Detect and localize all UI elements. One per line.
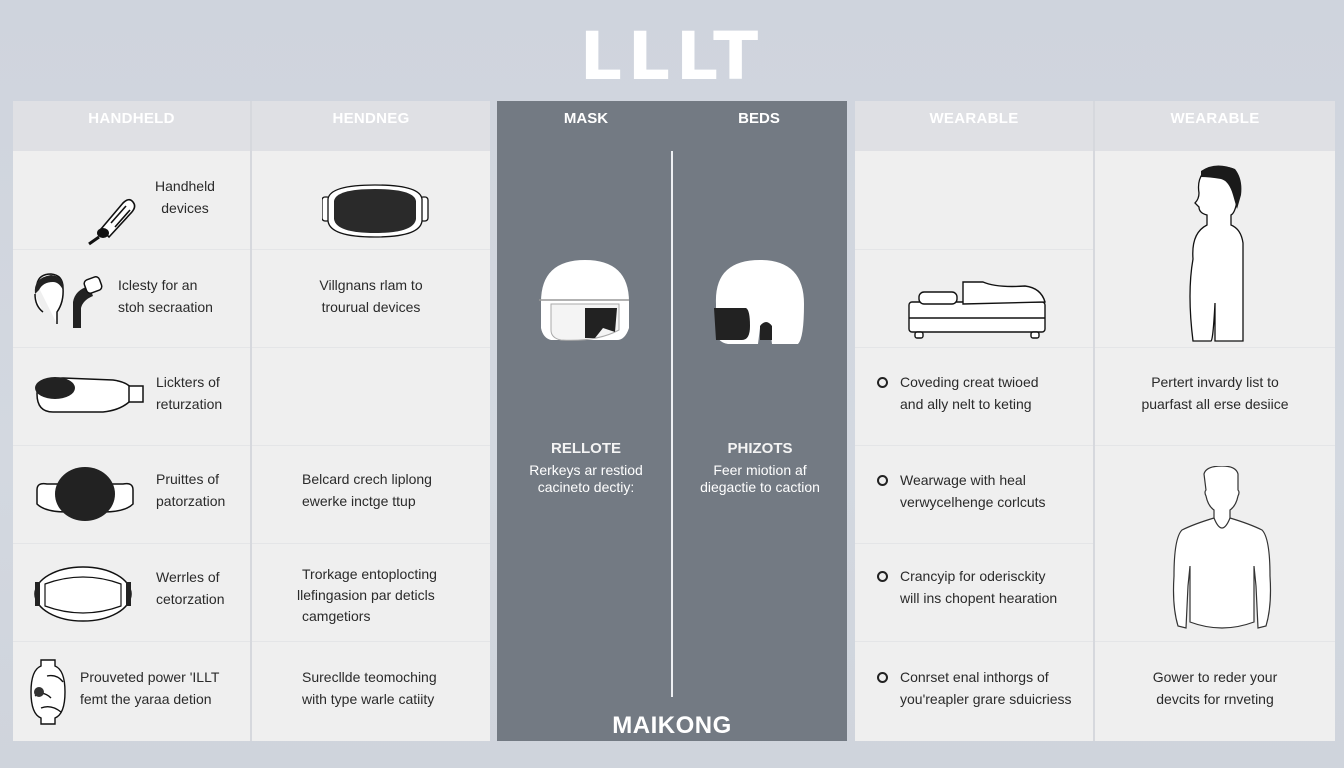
headband-icon [35, 377, 144, 413]
row-text-line2: trourual devices [321, 299, 421, 315]
table-row [855, 151, 1093, 249]
bullet-icon [877, 672, 888, 683]
row-text-line2: patorzation [156, 493, 226, 509]
column-header: WEARABLE [1095, 101, 1335, 151]
row-text-line1: Trorkage entoplocting [302, 566, 437, 582]
table-row: Gower to reder your devcits for rnveting [1095, 641, 1335, 739]
row-text-line1: Conrset enal inthorgs of [900, 669, 1049, 685]
table-row: Handheld devices [13, 151, 250, 249]
table-row [1095, 151, 1335, 347]
table-row: Belcard crech liplong ewerke inctge ttup [252, 445, 490, 543]
table-row: Prouveted power 'ILLT femt the yaraa det… [13, 641, 250, 739]
table-row [252, 347, 490, 445]
column-divider [671, 151, 673, 697]
row-text-line2: devcits for rnveting [1156, 691, 1274, 707]
column-divider [1093, 101, 1095, 741]
row-text-line1: Pertert invardy list to [1151, 374, 1279, 390]
column-wearable-1: WEARABLE Coveding creat twioed [855, 101, 1093, 741]
row-text-line1: Iclesty for an [118, 277, 198, 293]
row-text-line2: cetorzation [156, 591, 225, 607]
table-row: Wearwage with heal verwycelhenge corlcut… [855, 445, 1093, 543]
row-text-line1: Lickters of [156, 374, 220, 390]
row-text-line2: will ins chopent hearation [900, 590, 1058, 606]
row-text-line2: with type warle catiity [302, 691, 435, 707]
row-text-line1: Handheld [155, 178, 215, 194]
table-row: Lickters of returzation [13, 347, 250, 445]
column-header-mask: MASK [563, 110, 609, 127]
table-row: Crancyip for oderisckity will ins chopen… [855, 543, 1093, 641]
dark-panel: MASK BEDS RELLOTE Rerkeys ar restiod cac… [497, 101, 847, 741]
row-text-line1: Coveding creat twioed [900, 374, 1039, 390]
footer-label: MAIKONG [612, 712, 732, 739]
row-text-line1: Werrles of [156, 569, 220, 585]
handheld-device-icon [88, 198, 136, 246]
head-with-device-icon [34, 273, 103, 328]
table-row: Pertert invardy list to puarfast all ers… [1095, 347, 1335, 445]
mask-text-line1: Rerkeys ar restiod [529, 462, 643, 478]
bullet-icon [877, 571, 888, 582]
table-row: Surecllde teomoching with type warle cat… [252, 641, 490, 739]
row-text-line2: verwycelhenge corlcuts [900, 494, 1046, 510]
page-title: LLLT [579, 18, 765, 95]
row-text-line1: Prouveted power 'ILLT [80, 669, 220, 685]
row-text-line2: femt the yaraa detion [80, 691, 212, 707]
mask-text-line2: cacineto dectiy: [537, 479, 635, 495]
table-row: Iclesty for an stoh secraation [13, 249, 250, 347]
row-text-line1: Surecllde teomoching [302, 669, 437, 685]
eye-mask-icon [36, 467, 134, 521]
table-row [252, 151, 490, 249]
row-text-line2: and ally nelt to keting [900, 396, 1032, 412]
column-header: HANDHELD [13, 101, 250, 151]
beds-text-line2: diegactie to caction [700, 479, 820, 495]
table-row: Werrles of cetorzation [13, 543, 250, 641]
left-panel: HANDHELD Handheld devices [13, 101, 490, 741]
column-header: WEARABLE [855, 101, 1093, 151]
row-text-line2: devices [161, 200, 209, 216]
column-hendneg: HENDNEG Villgnans rlam to trourual devic… [252, 101, 490, 741]
row-text-line1: Crancyip for oderisckity [900, 568, 1046, 584]
column-header: HENDNEG [252, 101, 490, 151]
table-row: Coveding creat twioed and ally nelt to k… [855, 347, 1093, 445]
row-text-line2: you'reapler grare sduicriess [900, 691, 1072, 707]
row-text-line2: stoh secraation [118, 299, 213, 315]
row-text-line3: camgetiors [302, 608, 371, 624]
column-wearable-2: WEARABLE Pertert invardy list to puarfas… [1095, 101, 1335, 741]
bullet-icon [877, 475, 888, 486]
column-header-beds: BEDS [738, 110, 780, 127]
mask-description: RELLOTE Rerkeys ar restiod cacineto dect… [497, 440, 675, 496]
person-profile-icon [1189, 165, 1244, 342]
helmet-visor-icon [539, 260, 629, 341]
table-row: Conrset enal inthorgs of you'reapler gra… [855, 641, 1093, 739]
table-row: Pruittes of patorzation [13, 445, 250, 543]
row-text-line1: Pruittes of [156, 471, 220, 487]
row-text-line1: Wearwage with heal [900, 472, 1026, 488]
table-row: Trorkage entoplocting llefingasion par d… [252, 543, 490, 641]
hands-device-icon [30, 659, 66, 725]
column-divider [250, 101, 252, 741]
row-text-line2: llefingasion par deticls [297, 587, 435, 603]
beds-text-line1: Feer miotion af [713, 462, 807, 478]
row-text-line1: Gower to reder your [1152, 669, 1278, 685]
bed-icon [908, 281, 1046, 339]
right-panel: WEARABLE Coveding creat twioed [855, 101, 1335, 741]
table-row [855, 249, 1093, 347]
table-row [1095, 445, 1335, 641]
table-row: Villgnans rlam to trourual devices [252, 249, 490, 347]
person-torso-icon [1172, 466, 1272, 629]
column-handheld: HANDHELD Handheld devices [13, 101, 250, 741]
row-text-line1: Belcard crech liplong [302, 471, 432, 487]
beds-subtitle: PHIZOTS [727, 440, 793, 457]
helmet-icon [714, 260, 804, 344]
row-text-line2: ewerke inctge ttup [302, 493, 416, 509]
row-text-line1: Villgnans rlam to [319, 277, 423, 293]
row-text-line2: puarfast all erse desiice [1141, 396, 1289, 412]
row-text-line2: returzation [156, 396, 223, 412]
beds-description: PHIZOTS Feer miotion af diegactie to cac… [673, 440, 847, 496]
bullet-icon [877, 377, 888, 388]
face-shield-icon [34, 566, 132, 622]
goggle-mask-icon [322, 184, 429, 238]
mask-subtitle: RELLOTE [551, 440, 621, 457]
